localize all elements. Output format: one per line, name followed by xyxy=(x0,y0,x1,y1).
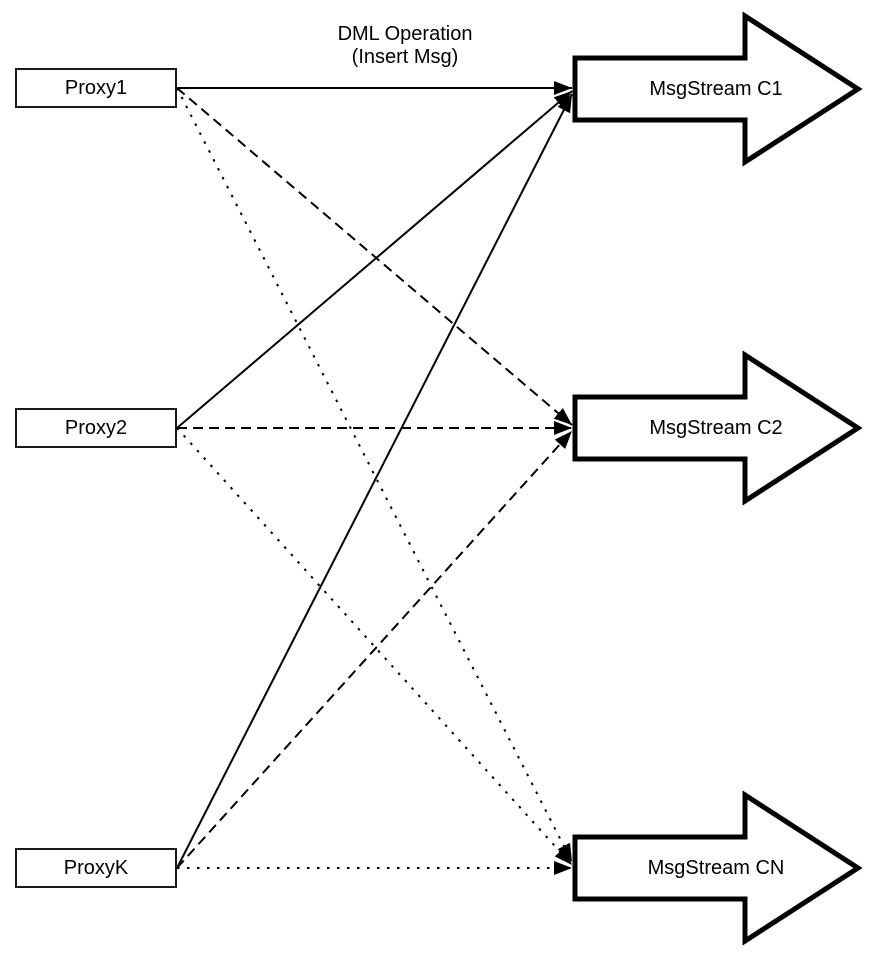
msgstream-cn-arrow xyxy=(572,790,863,946)
edge-proxyK-to-c1 xyxy=(176,93,573,869)
proxy2-label: Proxy2 xyxy=(64,416,128,439)
proxy1-label: Proxy1 xyxy=(64,76,128,99)
edge-proxyK-to-c2 xyxy=(176,430,573,869)
proxy1-box: Proxy1 xyxy=(15,68,177,108)
edge-proxy1-to-cn xyxy=(176,87,573,863)
dml-operation-line2: (Insert Msg) xyxy=(351,46,459,68)
edge-proxy2-to-c1 xyxy=(176,90,573,429)
proxyK-box: ProxyK xyxy=(15,848,177,888)
msgstream-c1-arrow xyxy=(572,11,863,167)
dml-operation-line1: DML Operation xyxy=(337,23,473,45)
proxy2-box: Proxy2 xyxy=(15,408,177,448)
dml-operation-label: DML Operation (Insert Msg) xyxy=(285,23,525,69)
msgstream-c2-arrow xyxy=(572,350,863,506)
proxyK-label: ProxyK xyxy=(63,856,129,879)
edge-proxy2-to-cn xyxy=(176,427,573,866)
edge-proxy1-to-c2 xyxy=(176,87,573,426)
